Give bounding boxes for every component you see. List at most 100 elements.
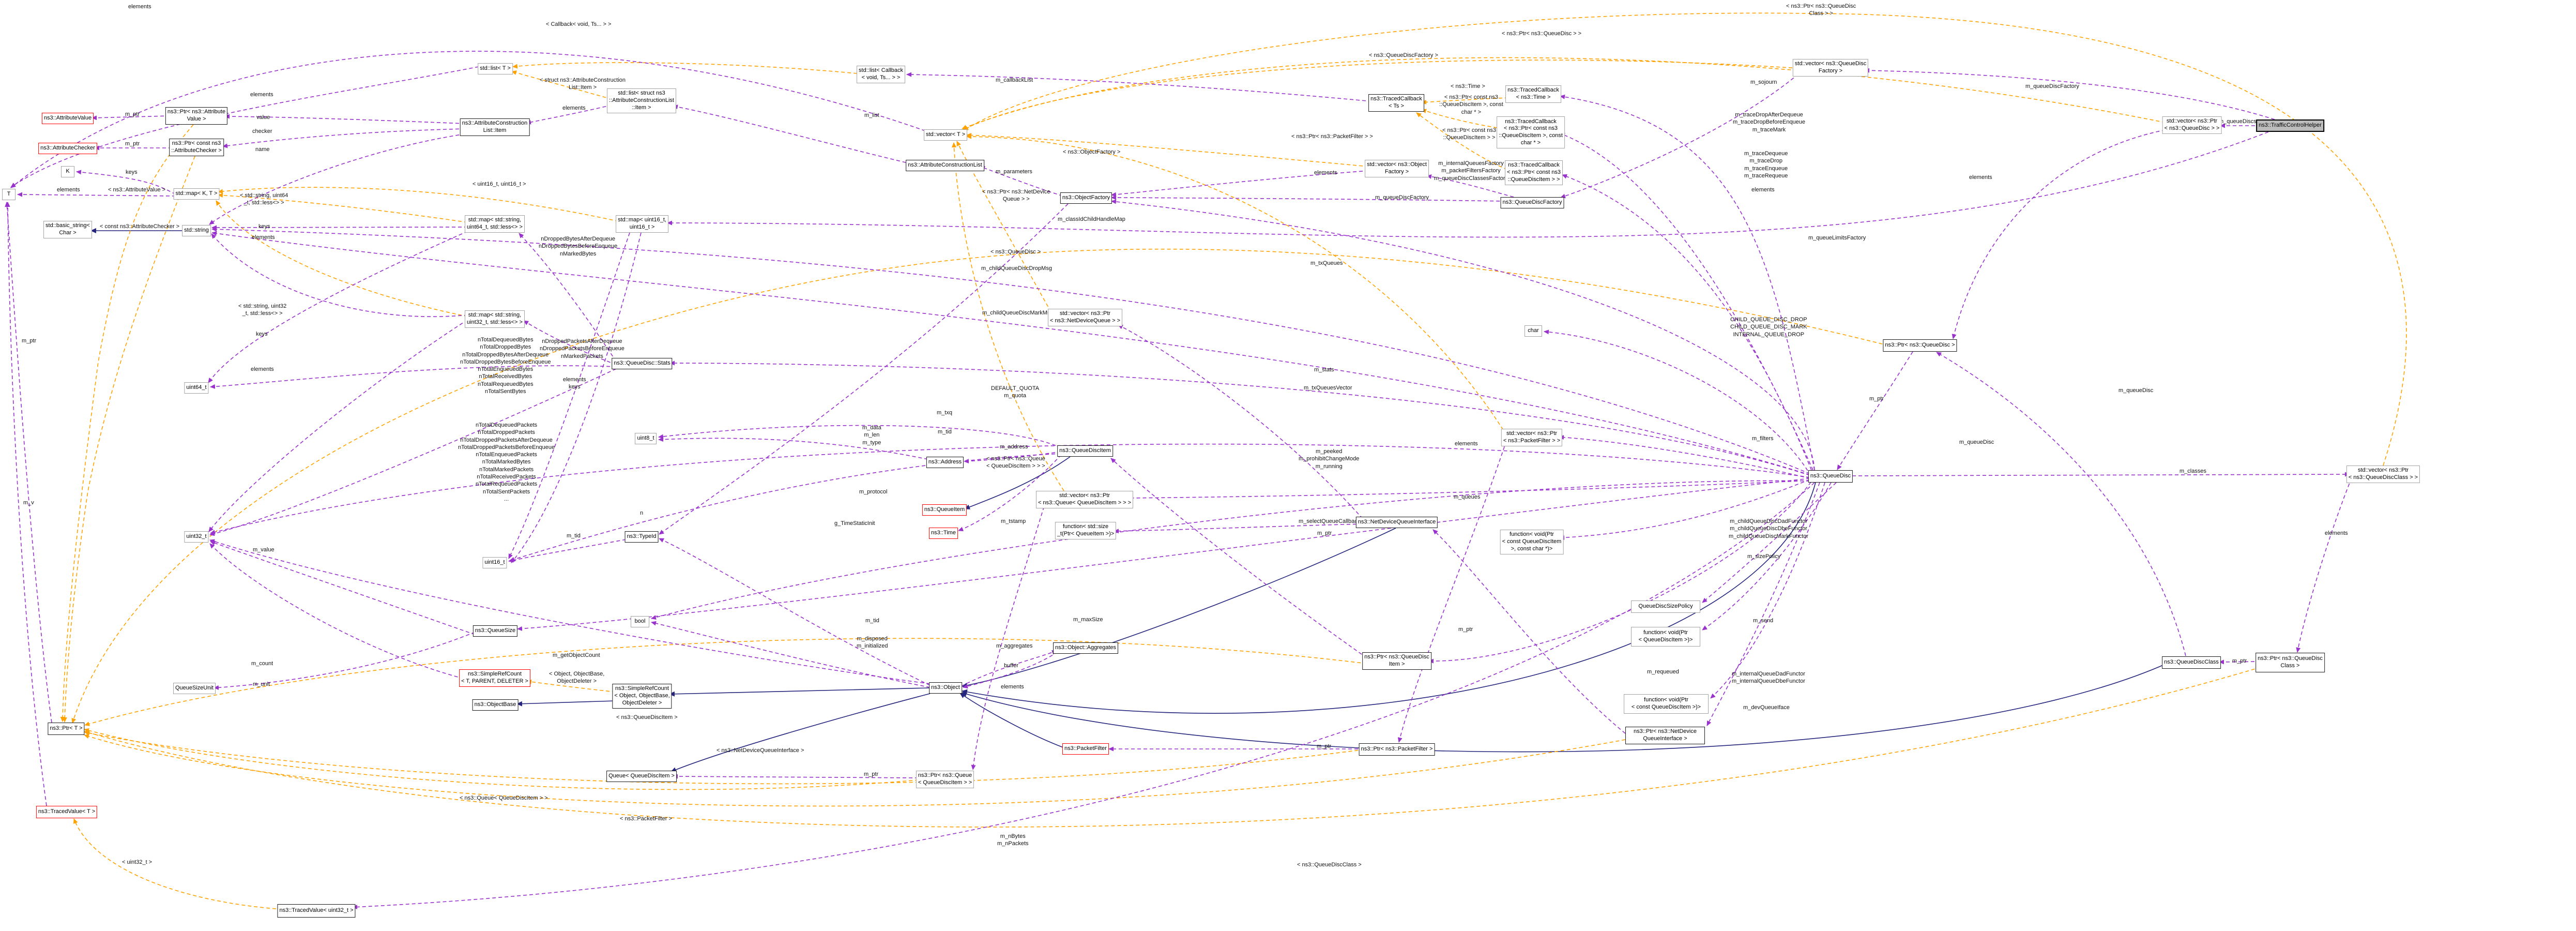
node-aggregates[interactable]: ns3::Object::Aggregates bbox=[1053, 642, 1119, 654]
node-tcb-ts[interactable]: ns3::TracedCallback < Ts > bbox=[1368, 94, 1424, 112]
edge-member bbox=[659, 203, 1069, 535]
node-queue-item[interactable]: ns3::QueueItem bbox=[922, 504, 967, 516]
node-tch[interactable]: ns3::TrafficControlHelper bbox=[2256, 119, 2324, 132]
node-time[interactable]: ns3::Time bbox=[929, 528, 958, 539]
edge-label: m_childQueueDiscDropMsg bbox=[981, 265, 1052, 272]
node-ptr-attr-checker[interactable]: ns3::Ptr< const ns3 ::AttributeChecker > bbox=[169, 139, 224, 156]
edge-member bbox=[519, 233, 617, 362]
node-qdc[interactable]: ns3::QueueDiscClass bbox=[2162, 656, 2221, 669]
edge-member bbox=[1426, 174, 1514, 198]
node-attr-checker[interactable]: ns3::AttributeChecker bbox=[38, 143, 97, 154]
edge-template bbox=[216, 200, 468, 317]
edge-label: m_traceDequeue m_traceDrop m_traceEnqueu… bbox=[1744, 151, 1788, 179]
node-qd-stats[interactable]: ns3::QueueDisc::Stats bbox=[612, 358, 673, 369]
node-src-obj[interactable]: ns3::SimpleRefCount < Object, ObjectBase… bbox=[612, 684, 672, 709]
node-uint16: uint16_t bbox=[482, 557, 507, 568]
node-qd-factory[interactable]: ns3::QueueDiscFactory bbox=[1500, 197, 1564, 208]
edge-member bbox=[511, 232, 642, 563]
edge-template bbox=[62, 156, 195, 723]
node-attr-value[interactable]: ns3::AttributeValue bbox=[41, 113, 94, 124]
edge-member bbox=[659, 538, 931, 686]
node-ptr-qdc[interactable]: ns3::Ptr< ns3::QueueDisc Class > bbox=[2255, 653, 2325, 672]
edge-template bbox=[511, 70, 613, 100]
node-qdi[interactable]: ns3::QueueDiscItem bbox=[1057, 445, 1113, 457]
edge-label: m_ptr bbox=[1869, 396, 1884, 402]
node-address[interactable]: ns3::Address bbox=[926, 457, 964, 468]
edge-member bbox=[1560, 94, 1815, 471]
edge-template bbox=[1421, 109, 1504, 129]
node-ptr-qd[interactable]: ns3::Ptr< ns3::QueueDisc > bbox=[1883, 339, 1957, 352]
edge-member bbox=[2296, 477, 2352, 653]
edge-label: m_unit bbox=[253, 681, 270, 687]
edge-label: m_ptr bbox=[125, 111, 140, 117]
node-ptr-ndqi[interactable]: ns3::Ptr< ns3::NetDevice QueueInterface … bbox=[1625, 727, 1705, 744]
node-ptr-pf[interactable]: ns3::Ptr< ns3::PacketFilter > bbox=[1359, 743, 1435, 756]
node-object-factory[interactable]: ns3::ObjectFactory bbox=[1060, 192, 1112, 204]
edge-label: m_internalQueuesFactory m_packetFiltersF… bbox=[1434, 160, 1508, 182]
node-traced-value-u32[interactable]: ns3::TracedValue< uint32_t > bbox=[277, 904, 356, 918]
node-object[interactable]: ns3::Object bbox=[929, 682, 962, 694]
edge-label: m_tid bbox=[567, 533, 581, 539]
node-ptr-queue-qdi: ns3::Ptr< ns3::Queue < QueueDiscItem > > bbox=[916, 771, 974, 788]
edge-label: < ns3::Ptr< const ns3 ::QueueDiscItem > … bbox=[1442, 127, 1496, 141]
edge-label: m_internalQueueDadFunctor m_internalQueu… bbox=[1732, 671, 1805, 685]
edge-member bbox=[651, 621, 931, 688]
node-acl-item[interactable]: ns3::AttributeConstruction List::Item bbox=[460, 118, 530, 136]
edge-label: m_list bbox=[864, 112, 879, 118]
edge-member bbox=[92, 115, 171, 121]
edge-label: m_send bbox=[1753, 618, 1774, 624]
edge-member bbox=[1706, 482, 1820, 726]
edge-label: m_ptr bbox=[864, 771, 879, 777]
edge-label: m_aggregates bbox=[996, 643, 1033, 649]
edge-label: < uint32_t > bbox=[122, 859, 153, 865]
node-queue-qdi[interactable]: Queue< QueueDiscItem > bbox=[606, 771, 677, 782]
node-vec-ptr-queue-qdi: std::vector< ns3::Ptr < ns3::Queue< Queu… bbox=[1035, 491, 1134, 508]
edge-label: m_queueDiscFactory bbox=[1375, 194, 1429, 201]
node-queue-size[interactable]: ns3::QueueSize bbox=[472, 625, 518, 637]
edge-label: < ns3::QueueDiscClass > bbox=[1297, 862, 1362, 868]
node-object-base[interactable]: ns3::ObjectBase bbox=[472, 699, 519, 711]
node-ptr-attr-value[interactable]: ns3::Ptr< ns3::Attribute Value > bbox=[165, 107, 228, 125]
edge-label: m_maxSize bbox=[1073, 617, 1103, 623]
node-ptr-t[interactable]: ns3::Ptr< T > bbox=[48, 723, 85, 735]
node-src-t[interactable]: ns3::SimpleRefCount < T, PARENT, DELETER… bbox=[459, 669, 530, 687]
edge-member bbox=[1702, 482, 1837, 603]
edge-label: m_queueDisc bbox=[1959, 439, 1994, 445]
edge-label: < ns3::NetDeviceQueueInterface > bbox=[717, 747, 804, 754]
edge-label: elements bbox=[1751, 187, 1775, 193]
node-vec-ptr-ndq: std::vector< ns3::Ptr < ns3::NetDeviceQu… bbox=[1047, 309, 1123, 326]
node-qd[interactable]: ns3::QueueDisc bbox=[1808, 470, 1853, 483]
edge-label: m_parameters bbox=[996, 169, 1032, 175]
edge-label: m_tstamp bbox=[1001, 518, 1026, 524]
edge-member bbox=[210, 365, 617, 389]
edge-label: < Callback< void, Ts... > > bbox=[546, 21, 612, 27]
edge-member bbox=[673, 774, 919, 779]
node-ndqi[interactable]: ns3::NetDeviceQueueInterface bbox=[1355, 517, 1438, 528]
edge-template bbox=[526, 679, 616, 693]
edge-label: < ns3::Ptr< ns3::NetDevice Queue > > bbox=[982, 189, 1050, 203]
node-tcb-qdi-char: ns3::TracedCallback < ns3::Ptr< const ns… bbox=[1497, 116, 1565, 148]
node-vec-ptr-qd: std::vector< ns3::Ptr < ns3::QueueDisc >… bbox=[2162, 116, 2222, 134]
edge-member bbox=[208, 231, 468, 383]
edge-member bbox=[209, 368, 617, 536]
edge-label: m_txq bbox=[937, 410, 952, 416]
node-acl[interactable]: ns3::AttributeConstructionList bbox=[906, 160, 984, 171]
edge-label: keys bbox=[258, 223, 270, 230]
node-packet-filter[interactable]: ns3::PacketFilter bbox=[1062, 743, 1109, 755]
edge-member bbox=[667, 131, 2269, 238]
edge-template bbox=[1416, 112, 1508, 170]
edge-label: elements bbox=[128, 4, 151, 10]
edge-template bbox=[963, 12, 2407, 466]
node-traced-value-t[interactable]: ns3::TracedValue< T > bbox=[36, 806, 98, 818]
node-ptr-qdi[interactable]: ns3::Ptr< ns3::QueueDisc Item > bbox=[1362, 652, 1431, 670]
edge-member bbox=[1114, 523, 1363, 534]
edge-label: < struct ns3::AttributeConstruction List… bbox=[540, 77, 626, 91]
node-map-u16: std::map< uint16_t, uint16_t > bbox=[616, 215, 668, 233]
edge-label: m_ptr bbox=[22, 338, 37, 344]
edge-label: m_ptr bbox=[1317, 530, 1332, 536]
node-typeid[interactable]: ns3::TypeId bbox=[624, 531, 659, 543]
edge-label: < ns3::Ptr< const ns3 ::QueueDiscItem >,… bbox=[1439, 94, 1503, 115]
edge-label: m_count bbox=[251, 660, 273, 667]
edge-member bbox=[669, 361, 1810, 476]
edge-label: m_ptr bbox=[1458, 626, 1473, 633]
